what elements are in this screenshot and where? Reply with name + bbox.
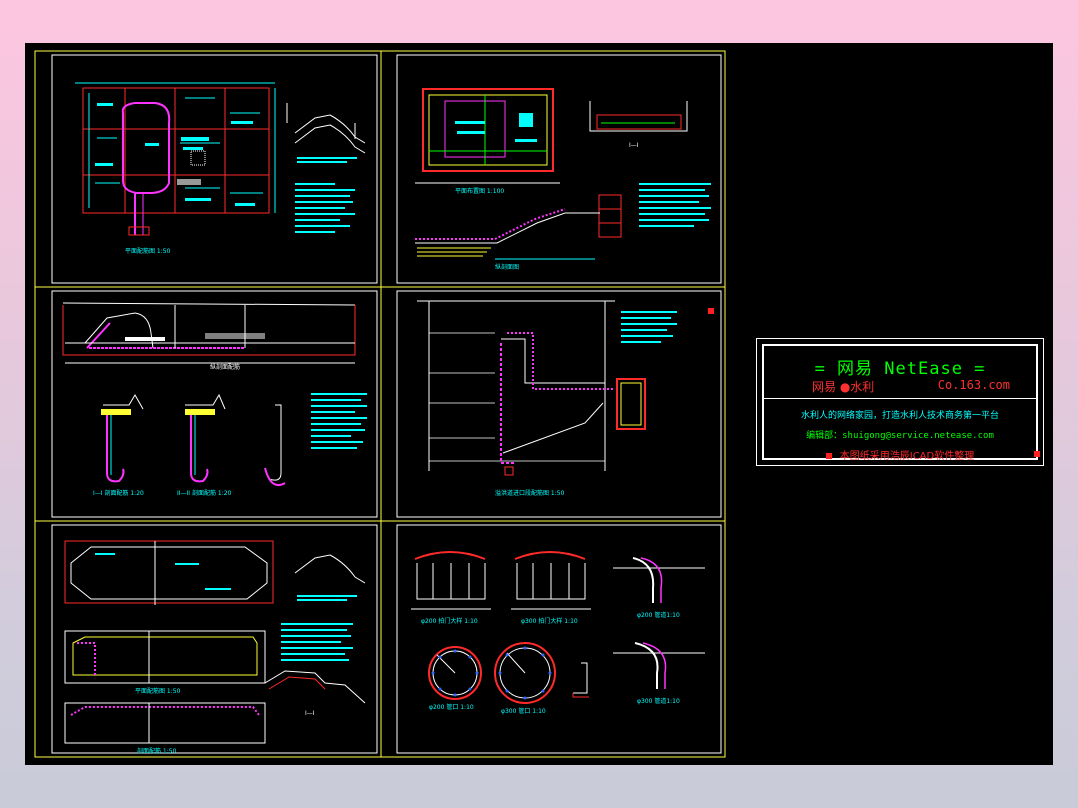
svg-text:φ300 管道1:10: φ300 管道1:10	[637, 697, 680, 705]
svg-text:纵剖面图: 纵剖面图	[495, 263, 519, 271]
panel-5-structure: 平面配筋图 1:50 剖面配筋 1:50 I—I	[51, 524, 378, 755]
drawing-sheet: 平面配筋图 1:50	[34, 50, 726, 758]
panel-2-section: 平面布置图 1:100 I—I 纵剖面图	[396, 54, 722, 284]
cad-drawing-canvas[interactable]: 平面配筋图 1:50	[25, 43, 1053, 765]
title-block-inner-border: = 网易 NetEase = 网易 ●水利 Co.163.com 水利人的网络家…	[762, 344, 1038, 462]
svg-text:平面配筋图 1:50: 平面配筋图 1:50	[135, 687, 181, 695]
title-block-email: 编辑部：shuigong@service.netease.com	[806, 431, 994, 441]
title-block-divider	[764, 398, 1036, 399]
title-block-software-note-text: 本图纸采用浩辰ICAD软件整理	[839, 451, 975, 462]
svg-text:φ300 管口 1:10: φ300 管口 1:10	[501, 707, 546, 715]
svg-text:I—I: I—I	[629, 142, 639, 149]
svg-text:φ300 拍门大样 1:10: φ300 拍门大样 1:10	[521, 617, 578, 625]
title-block-software-note: 本图纸采用浩辰ICAD软件整理	[764, 447, 1036, 462]
selection-grip-icon[interactable]	[1034, 451, 1040, 457]
sheet-border	[34, 50, 726, 758]
panel-1-plan: 平面配筋图 1:50	[51, 54, 378, 284]
title-block-brand-left: 网易 ●水利	[812, 380, 875, 394]
bullet-square-icon	[825, 453, 832, 459]
svg-text:溢洪道进口段配筋图 1:50: 溢洪道进口段配筋图 1:50	[495, 489, 565, 497]
title-block-slogan: 水利人的网络家园，打造水利人技术商务第一平台	[800, 411, 999, 421]
svg-text:φ200 管口 1:10: φ200 管口 1:10	[429, 703, 474, 711]
title-block: = 网易 NetEase = 网易 ●水利 Co.163.com 水利人的网络家…	[756, 338, 1044, 466]
title-block-title: = 网易 NetEase =	[814, 359, 986, 379]
svg-text:纵剖面配筋: 纵剖面配筋	[210, 363, 240, 371]
bolt-holes	[431, 646, 552, 700]
svg-text:平面布置图 1:100: 平面布置图 1:100	[455, 187, 504, 195]
panel-4-elevation: 溢洪道进口段配筋图 1:50	[396, 290, 722, 518]
svg-text:I—I 剖面配筋 1:20: I—I 剖面配筋 1:20	[93, 489, 144, 497]
svg-text:平面配筋图 1:50: 平面配筋图 1:50	[125, 247, 171, 255]
title-block-brand-right: Co.163.com	[937, 378, 1010, 392]
svg-text:φ200 拍门大样 1:10: φ200 拍门大样 1:10	[421, 617, 478, 625]
svg-text:II—II 剖面配筋 1:20: II—II 剖面配筋 1:20	[177, 489, 232, 497]
svg-text:φ200 管道1:10: φ200 管道1:10	[637, 611, 680, 619]
svg-text:I—I: I—I	[305, 710, 315, 717]
panel-3-details: 纵剖面配筋 I—I 剖面配筋 1:20 II—II 剖面配筋 1:20	[51, 290, 378, 518]
panel-6-pipe-details: φ200 拍门大样 1:10 φ300 拍门大样 1:10 φ200 管道1:1…	[396, 524, 722, 754]
selection-grip-icon[interactable]	[708, 308, 714, 314]
svg-text:剖面配筋 1:50: 剖面配筋 1:50	[137, 747, 177, 755]
